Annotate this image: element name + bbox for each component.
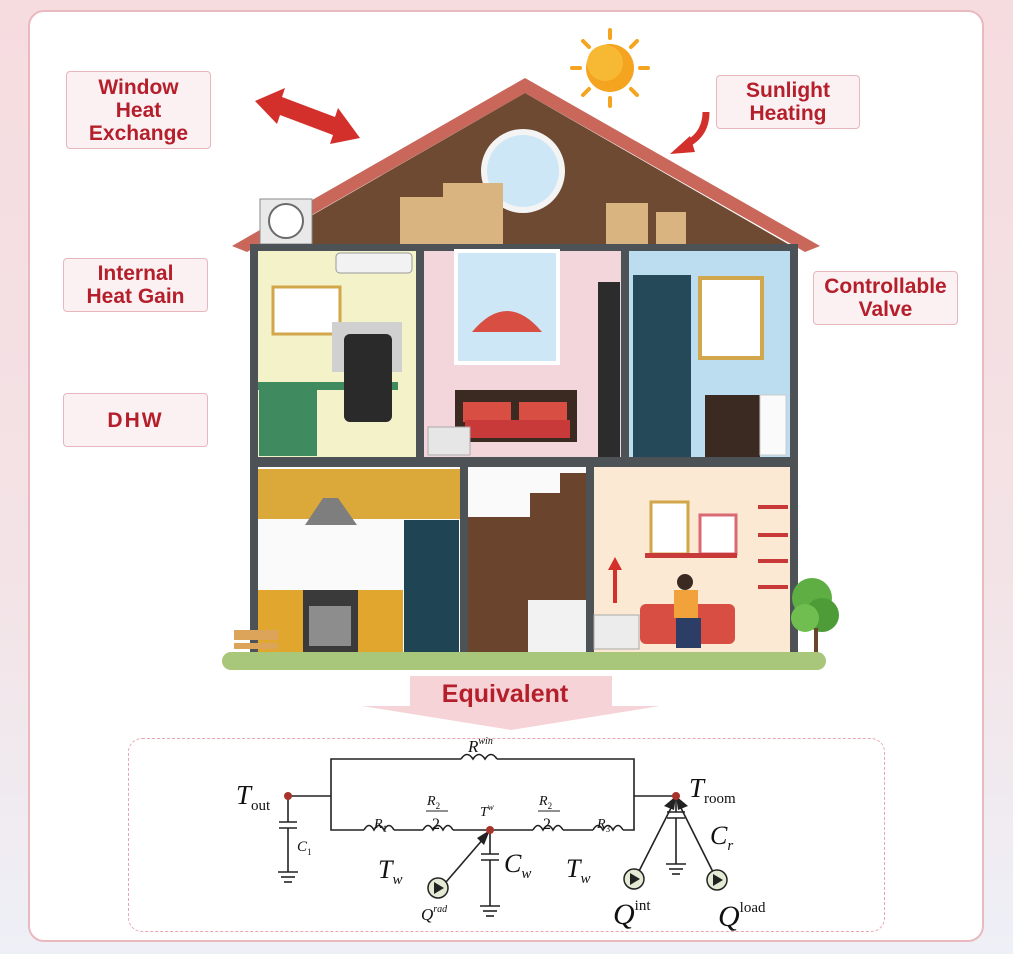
r2a-numerator: R2 — [426, 794, 440, 811]
label-dhw: DHW — [63, 393, 208, 447]
qint-label: Qint — [613, 898, 651, 931]
source-qint-icon — [623, 868, 645, 890]
c1-label: C1 — [297, 839, 312, 857]
r2a-denominator: 2 — [432, 816, 440, 833]
r1-label: R1 — [373, 817, 387, 834]
label-controllable-valve: Controllable Valve — [813, 271, 958, 325]
window-exchange-arrow-icon — [255, 88, 360, 144]
qrad-label: Qrad — [421, 904, 448, 924]
tw-right-label: Tw — [566, 854, 590, 887]
t-out-label: Tout — [236, 780, 271, 814]
label-window-heat-exchange: Window Heat Exchange — [66, 71, 211, 149]
tw-left-label: Tw — [378, 855, 402, 888]
r3-label: R3 — [596, 817, 611, 834]
r-win-label: Rwin — [467, 736, 493, 756]
equivalent-label: Equivalent — [441, 680, 569, 708]
r2b-denominator: 2 — [543, 816, 551, 833]
cr-label: Cr — [710, 821, 733, 854]
qload-label: Qload — [718, 900, 766, 933]
source-qload-icon — [706, 869, 728, 891]
tw-node-label: Tw — [480, 802, 494, 820]
circuit-container — [128, 738, 885, 932]
sun-icon — [570, 28, 650, 108]
cw-label: Cw — [504, 849, 531, 882]
label-internal-heat-gain: Internal Heat Gain — [63, 258, 208, 312]
t-room-label: Troom — [689, 773, 736, 807]
source-qrad-icon — [427, 877, 449, 899]
r2b-numerator: R2 — [538, 794, 552, 811]
label-sunlight-heating: Sunlight Heating — [716, 75, 860, 129]
